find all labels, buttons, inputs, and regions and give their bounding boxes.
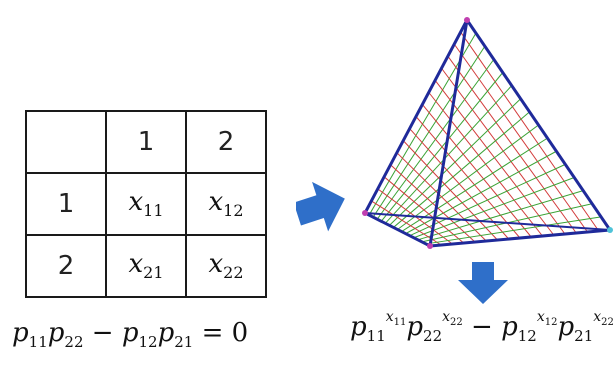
surface-rule-green (405, 150, 557, 235)
vertex-top (464, 17, 470, 23)
col-header-1: 1 (105, 110, 187, 174)
equation-left: p11p22 − p12p21 = 0 (12, 318, 249, 352)
cell-x21: x21 (105, 234, 187, 298)
cell-x12: x12 (185, 172, 267, 236)
surface-rule-red (396, 152, 487, 242)
tetra-face-left (362, 19, 469, 249)
row-header-2: 2 (25, 234, 107, 298)
saddle-surface (364, 19, 611, 247)
arrow-down-icon (458, 262, 508, 304)
tetrahedron-surface-diagram (362, 17, 613, 249)
surface-rule-red (409, 128, 510, 240)
cell-x11: x11 (105, 172, 187, 236)
vertex-left (362, 210, 368, 216)
surface-rule-red (402, 140, 498, 241)
surface-rule-green (409, 163, 566, 237)
surface-rule-green (425, 216, 602, 245)
surface-rule-green (413, 177, 575, 239)
vertex-right (607, 227, 613, 233)
surface-rule-green (417, 190, 584, 241)
arrow-right-icon (296, 181, 345, 232)
equation-right: p11x11p22x22 − p12x12p21x22 (350, 309, 614, 346)
tetra-edge-back (364, 212, 611, 231)
vertex-bottom (427, 243, 433, 249)
contingency-table: 1 2 1 x11 x12 2 x21 x22 (25, 110, 267, 298)
row-header-1: 1 (25, 172, 107, 236)
surface-rule-green (397, 124, 539, 230)
surface-rule-red (390, 164, 476, 243)
table-corner-cell (25, 110, 107, 174)
col-header-2: 2 (185, 110, 267, 174)
cell-x22: x22 (185, 234, 267, 298)
tetra-edge-bottom (429, 228, 611, 248)
surface-rule-green (401, 137, 548, 232)
surface-rule-red (383, 176, 465, 244)
surface-rule-red (371, 200, 442, 246)
tetra-edge-right (465, 19, 612, 231)
